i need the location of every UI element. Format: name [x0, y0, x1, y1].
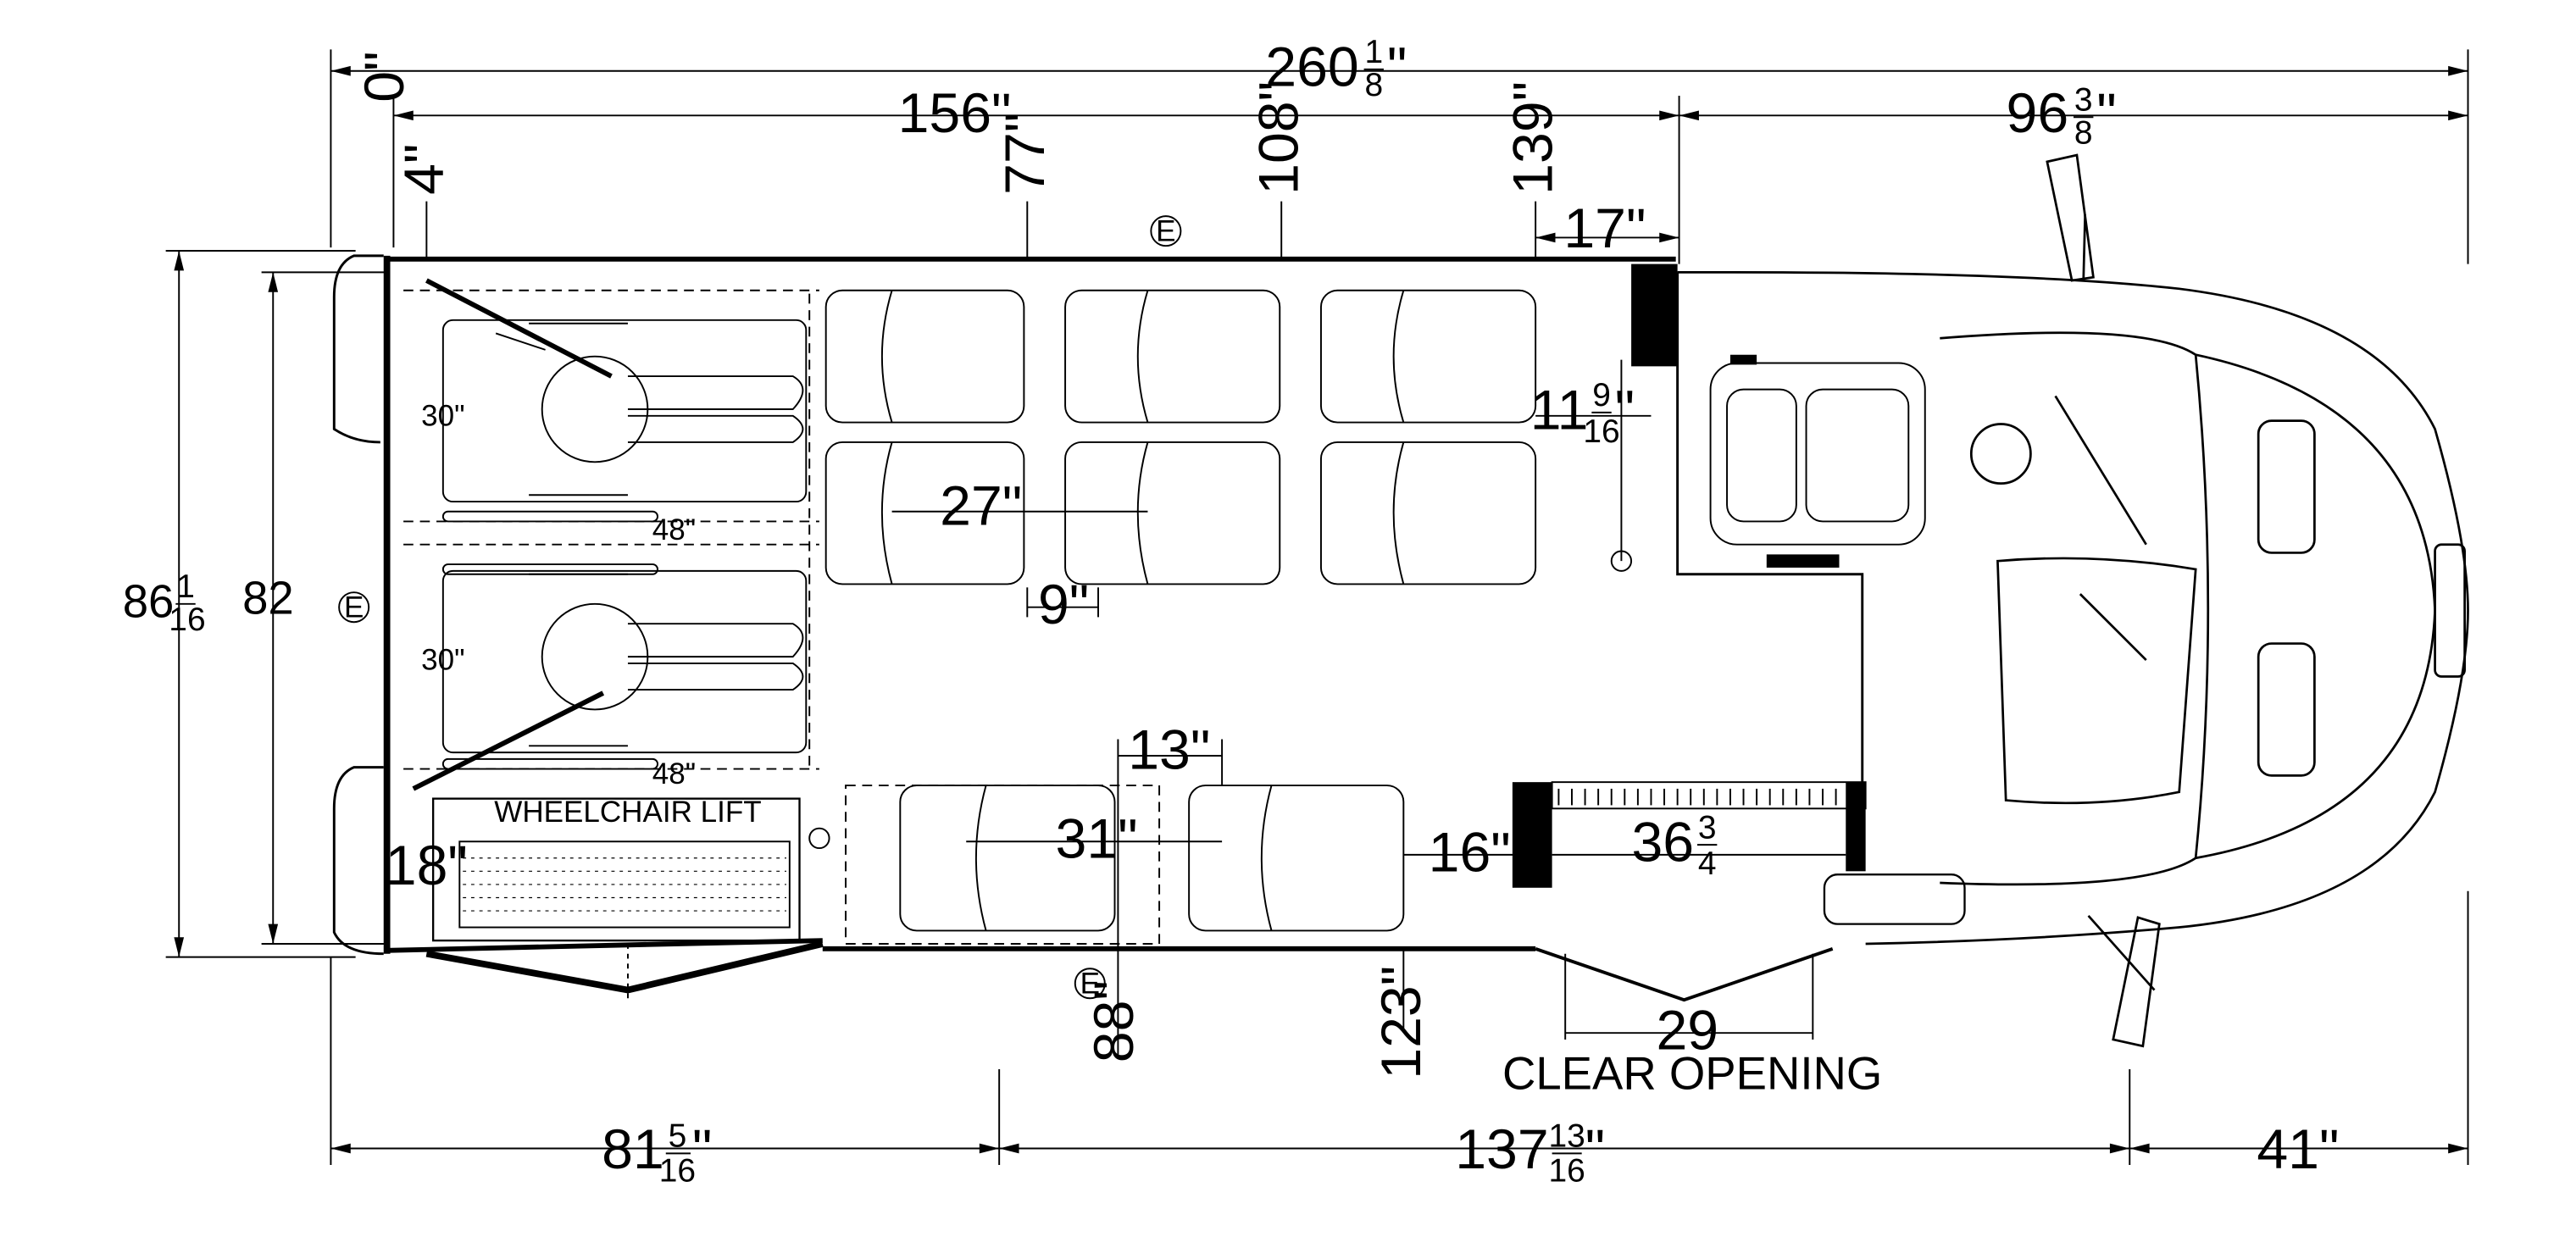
svg-text:": ": [1615, 379, 1635, 441]
rear-lift-doors: [425, 940, 824, 999]
spacing-30-top-label: 30": [421, 399, 464, 432]
svg-text:8: 8: [2074, 114, 2093, 151]
seat-base-bottom: [1766, 554, 1840, 568]
bus-body: [332, 254, 1864, 956]
seat-row-1-left: [824, 289, 1025, 585]
svg-text:16: 16: [659, 1152, 696, 1189]
opening-29-label: 29: [1656, 1000, 1718, 1062]
driver-seat: [1709, 362, 1926, 546]
svg-text:137: 137: [1455, 1118, 1548, 1181]
aisle-27-label: 27": [940, 474, 1022, 537]
front-section-label: 96 3 8 ": [2007, 81, 2117, 151]
svg-text:260: 260: [1265, 36, 1358, 98]
bottom-right-label: 41": [2257, 1118, 2339, 1181]
svg-text:3: 3: [2074, 81, 2093, 118]
lift-18-label: 18": [386, 835, 468, 897]
mark-123-label: 123": [1370, 966, 1433, 1079]
width-82-label: 82: [242, 572, 294, 624]
overall-length-label: 260 1 8 ": [1265, 34, 1407, 103]
side-mirror-top: [2046, 153, 2095, 282]
svg-text:86: 86: [123, 575, 175, 627]
seat-row-2-right: [1188, 785, 1405, 932]
bottom-mid-label: 137 13 16 ": [1455, 1118, 1605, 1190]
door-width-label: 36 3 4: [1631, 809, 1718, 882]
mark-4-label: 4": [393, 143, 456, 194]
wheelchair-position-1: [425, 278, 808, 503]
svg-text:E: E: [1080, 967, 1100, 1000]
wheelchair-lift-label: WHEELCHAIR LIFT: [494, 796, 761, 829]
spacing-48-top-label: 48": [652, 513, 696, 546]
entry-door: [1512, 781, 1867, 1040]
svg-text:E: E: [1156, 214, 1175, 247]
spacing-30-bottom-label: 30": [421, 644, 464, 677]
wheelchair-position-2: [412, 569, 808, 791]
svg-text:": ": [2096, 82, 2117, 145]
svg-text:1: 1: [176, 568, 195, 605]
svg-text:16: 16: [1548, 1152, 1585, 1189]
svg-text:16: 16: [169, 602, 205, 638]
overall-width-label: 86 1 16: [123, 568, 206, 638]
top-arrowheads: [330, 65, 2468, 243]
side-11-label: 11 9 16 ": [1530, 377, 1635, 450]
aisle-16-label: 16": [1429, 821, 1511, 884]
svg-text:96: 96: [2007, 82, 2069, 145]
svg-text:": ": [1387, 36, 1407, 98]
svg-text:4: 4: [1698, 846, 1717, 882]
cab-outline: [1677, 270, 2469, 946]
mark-17-label: 17": [1563, 197, 1646, 260]
svg-text:16: 16: [1583, 413, 1619, 450]
emergency-exit-top: E: [1150, 214, 1182, 247]
svg-text:9: 9: [1592, 377, 1611, 413]
emergency-exit-bottom: E: [1074, 967, 1106, 1000]
side-mirror-bottom: [2087, 914, 2161, 1048]
svg-text:36: 36: [1631, 812, 1694, 874]
spacing-48-bottom-label: 48": [652, 757, 696, 790]
svg-text:8: 8: [1364, 67, 1383, 103]
emergency-exit-left: E: [338, 591, 370, 624]
seat-row-1-right: [899, 785, 1116, 932]
pitch-9-label: 9": [1038, 574, 1089, 636]
mark-139-label: 139": [1502, 81, 1565, 195]
bottom-left-label: 81 5 16 ": [602, 1118, 712, 1190]
svg-text:": ": [692, 1118, 713, 1181]
svg-text:13: 13: [1548, 1118, 1585, 1155]
wheelchair-lift: WHEELCHAIR LIFT: [431, 796, 830, 942]
svg-text:11: 11: [1530, 379, 1589, 441]
zero-mark-label: 0": [353, 51, 416, 102]
svg-text:": ": [1585, 1118, 1606, 1181]
floor-rails: [441, 510, 658, 770]
svg-text:1: 1: [1364, 34, 1383, 70]
seat-row-2-left: [1064, 289, 1281, 585]
top-dimensions: [330, 49, 2469, 264]
clear-opening-label: CLEAR OPENING: [1502, 1047, 1882, 1099]
svg-text:3: 3: [1698, 809, 1717, 846]
aisle-dimensions: [891, 510, 1536, 1057]
mark-108-label: 108": [1248, 81, 1311, 195]
svg-text:81: 81: [602, 1118, 664, 1181]
length-156-label: 156": [898, 82, 1012, 145]
seat-base-top: [1729, 354, 1757, 365]
svg-text:5: 5: [669, 1118, 687, 1155]
width-arrowheads: [174, 251, 279, 957]
stanchion-base: [1610, 550, 1633, 572]
aisle-31-label: 31": [1056, 808, 1138, 871]
pitch-13-label: 13": [1128, 719, 1210, 782]
front-step: [1823, 874, 1966, 925]
mark-77-label: 77": [994, 113, 1057, 195]
seat-row-3-left: [1319, 289, 1537, 585]
mark-88-label: 88": [1083, 980, 1146, 1062]
svg-text:E: E: [344, 591, 364, 624]
bottom-arrowheads: [330, 1143, 2468, 1154]
lift-clearance-zone: [845, 785, 1161, 945]
